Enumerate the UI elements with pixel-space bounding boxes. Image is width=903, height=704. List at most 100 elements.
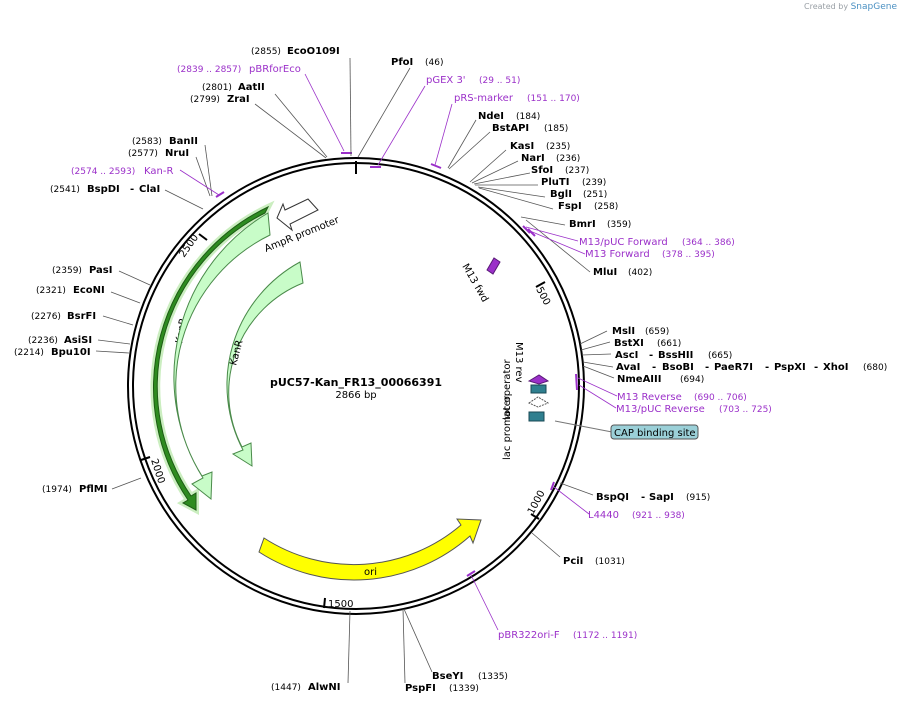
kanr-feature-outer[interactable]: [150, 200, 275, 516]
enzyme-pos-asisi: (2236): [28, 336, 58, 346]
enzyme-bspqi: BspQI: [596, 492, 629, 503]
m13-rev-label: M13 rev: [513, 342, 524, 383]
cap-site-feature[interactable]: [528, 411, 545, 422]
enzyme-pos-banii: (2583): [132, 137, 162, 147]
enzyme-paer7i: PaeR7I: [714, 362, 753, 373]
enzyme-pos-nrui: (2577): [128, 149, 158, 159]
ori-arrow[interactable]: [258, 518, 482, 581]
enzyme-bspdi: BspDI: [87, 184, 120, 195]
enzyme-bstxi: BstXI: [614, 338, 644, 349]
enzyme-pos-pcii: (1031): [595, 557, 625, 567]
enzyme-pos-ndei: (184): [516, 112, 540, 122]
svg-text:-: -: [765, 362, 769, 373]
plasmid-length: 2866 bp: [335, 390, 376, 401]
primer-m13-forward: M13 Forward: [585, 249, 650, 260]
primer-range-pbrforeco: (2839 .. 2857): [177, 65, 241, 75]
enzyme-pos-nari: (236): [556, 154, 580, 164]
enzyme-asisi: AsiSI: [64, 335, 92, 346]
enzyme-pos-avai: (680): [863, 363, 887, 373]
primer-range-m13-puc-forward: (364 .. 386): [682, 238, 735, 248]
enzyme-msli: MslI: [612, 326, 635, 337]
m13-fwd-label: M13 fwd: [459, 262, 490, 304]
enzyme-bmri: BmrI: [569, 219, 596, 230]
enzyme-banii: BanII: [169, 136, 198, 147]
enzyme-nrui: NruI: [165, 148, 189, 159]
enzyme-pos-zrai: (2799): [190, 95, 220, 105]
ori-label: ori: [364, 567, 377, 578]
primer-marks: [215, 152, 578, 577]
enzyme-pos-ecoo109i: (2855): [251, 47, 281, 57]
enzyme-ecoo109i: EcoO109I: [287, 46, 340, 57]
enzyme-bsrfi: BsrFI: [67, 311, 96, 322]
enzyme-sapi: SapI: [649, 492, 674, 503]
cap-callout-line: [554, 420, 613, 433]
tick-label-1500: 1500: [328, 599, 353, 610]
enzyme-pos-pluti: (239): [582, 178, 606, 188]
lac-operator-label: lac operator: [502, 359, 513, 420]
svg-text:-: -: [705, 362, 709, 373]
enzyme-pspfi: PspFI: [405, 683, 436, 694]
enzyme-pos-alwni: (1447): [271, 683, 301, 693]
primer-labels: (2839 .. 2857) pBRforEco pGEX 3' (29 .. …: [71, 64, 772, 641]
enzyme-xhoi: XhoI: [823, 362, 848, 373]
enzyme-sfoi: SfoI: [531, 165, 553, 176]
enzyme-pos-asci: (665): [708, 351, 732, 361]
primer-range-pbr322ori-f: (1172 .. 1191): [573, 631, 637, 641]
enzyme-labels: (2855) EcoO109I PfoI (46) (2801) AatII (…: [14, 46, 887, 694]
enzyme-pspxi: PspXI: [774, 362, 806, 373]
tick-label-1000: 1000: [526, 489, 548, 517]
enzyme-pos-bstxi: (661): [657, 339, 681, 349]
enzyme-nari: NarI: [521, 153, 545, 164]
primer-pbrforeco: pBRforEco: [249, 64, 301, 75]
enzyme-pfoi: PfoI: [391, 57, 413, 68]
cap-binding-site-badge[interactable]: [610, 424, 699, 440]
lac-promoter-feature[interactable]: [527, 396, 550, 408]
primer-range-m13-puc-reverse: (703 .. 725): [719, 405, 772, 415]
enzyme-pflmi: PflMI: [79, 484, 107, 495]
enzyme-pos-bsrfi: (2276): [31, 312, 61, 322]
lac-promoter-label: lac promoter: [502, 395, 513, 460]
backbone-outer: [127, 157, 585, 615]
primer-l4440: L4440: [588, 510, 619, 521]
svg-text:-: -: [641, 492, 645, 503]
svg-text:-: -: [649, 350, 653, 361]
m13-rev-feature[interactable]: [527, 374, 550, 385]
enzyme-pos-sfoi: (237): [565, 166, 589, 176]
enzyme-pasi: PasI: [89, 265, 112, 276]
primer-pbr322ori-f: pBR322ori-F: [498, 630, 560, 641]
primer-kan-r: Kan-R: [144, 166, 173, 177]
enzyme-bstapi: BstAPI: [492, 123, 529, 134]
snapgene-logo: SnapGene: [850, 2, 897, 12]
lac-operator-feature[interactable]: [530, 384, 547, 394]
enzyme-pos-aatii: (2801): [202, 83, 232, 93]
ampr-promoter-label: AmpR promoter: [263, 214, 342, 254]
enzyme-asci: AscI: [615, 350, 638, 361]
enzyme-pos-kasi: (235): [546, 142, 570, 152]
snapgene-credit: Created by SnapGene: [804, 2, 897, 12]
enzyme-pos-pspfi: (1339): [449, 684, 479, 694]
enzyme-pos-bspdi: (2541): [50, 185, 80, 195]
enzyme-econi: EcoNI: [73, 285, 105, 296]
kanr-arrow-middle[interactable]: [173, 212, 271, 501]
enzyme-pos-msli: (659): [645, 327, 669, 337]
primer-range-pgex3: (29 .. 51): [479, 76, 520, 86]
enzyme-bgli: BglI: [550, 189, 572, 200]
kanr-arrow-inner[interactable]: [226, 261, 304, 467]
enzyme-clai-dash: -: [130, 184, 134, 195]
enzyme-pos-nmeaiii: (694): [680, 375, 704, 385]
svg-text:-: -: [652, 362, 656, 373]
credit-prefix: Created by: [804, 2, 849, 11]
primer-range-kan-r: (2574 .. 2593): [71, 167, 135, 177]
enzyme-pos-bspqi: (915): [686, 493, 710, 503]
primer-m13-puc-reverse: M13/pUC Reverse: [616, 404, 705, 415]
enzyme-nmeaiii: NmeAIII: [617, 374, 661, 385]
enzyme-clai: ClaI: [139, 184, 160, 195]
enzyme-pos-fspi: (258): [594, 202, 618, 212]
ampr-promoter-arrow[interactable]: [276, 198, 319, 232]
enzyme-pos-pfoi: (46): [425, 58, 443, 68]
tick-1500: 1500: [323, 597, 353, 610]
m13-fwd-feature[interactable]: [486, 257, 501, 275]
enzyme-pos-bpu10i: (2214): [14, 348, 44, 358]
svg-text:-: -: [814, 362, 818, 373]
